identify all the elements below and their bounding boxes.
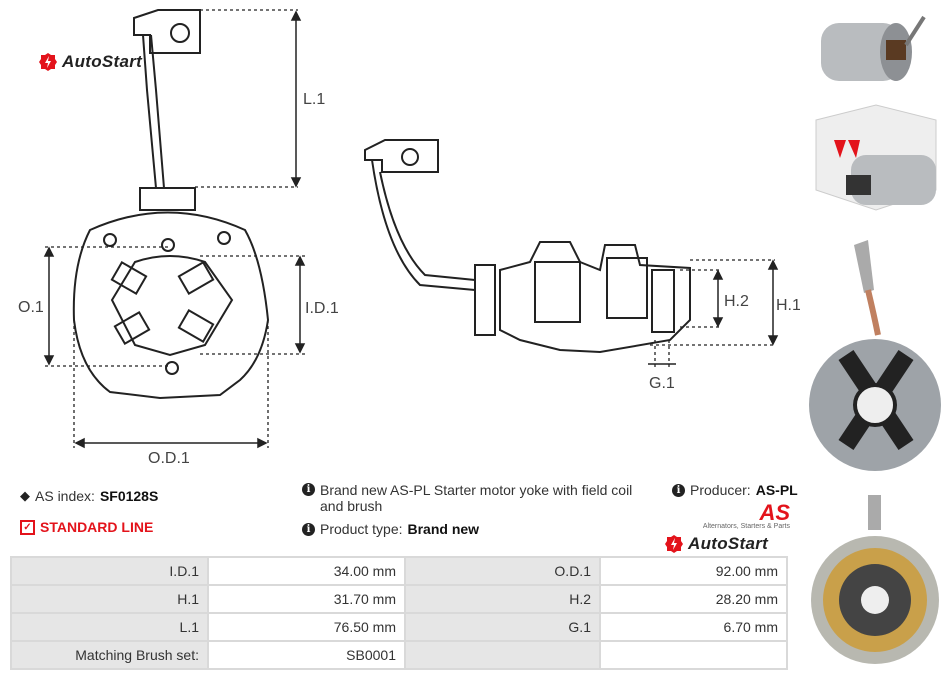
table-row: Matching Brush set: SB0001 — [10, 640, 788, 670]
spec-label: O.D.1 — [404, 556, 601, 586]
table-row: H.1 31.70 mm H.2 28.20 mm — [10, 584, 788, 614]
matching-brush-set-link[interactable]: SB0001 — [207, 640, 406, 670]
spec-value: 6.70 mm — [599, 612, 788, 642]
info-icon: i — [302, 522, 315, 536]
spec-value: 34.00 mm — [207, 556, 406, 586]
standard-line-badge: ✓ STANDARD LINE — [20, 519, 153, 535]
spec-value — [599, 640, 788, 670]
spec-value: 28.20 mm — [599, 584, 788, 614]
description: i Brand new AS-PL Starter motor yoke wit… — [302, 482, 652, 514]
producer-label: Producer: — [690, 482, 751, 498]
spec-value: 92.00 mm — [599, 556, 788, 586]
autostart-gear-icon — [39, 53, 57, 71]
watermark-text: AutoStart — [62, 52, 143, 71]
product-type-value: Brand new — [407, 521, 480, 537]
as-index-label: AS index: — [35, 488, 95, 504]
spec-value: 76.50 mm — [207, 612, 406, 642]
autostart-gear-icon — [665, 534, 683, 553]
as-tagline: Alternators, Starters & Parts — [702, 523, 790, 530]
description-text: Brand new AS-PL Starter motor yoke with … — [320, 482, 633, 514]
product-thumbnail-1[interactable] — [806, 5, 944, 97]
as-index: ◆ AS index: SF0128S — [20, 488, 158, 504]
autostart-logo-watermark: AutoStart — [38, 52, 142, 72]
spec-label — [404, 640, 601, 670]
product-thumbnail-3[interactable] — [806, 235, 944, 473]
label-od1: O.D.1 — [148, 450, 190, 467]
info-icon: i — [302, 483, 315, 496]
spec-label: H.1 — [10, 584, 209, 614]
spec-label: Matching Brush set: — [10, 640, 209, 670]
spec-label: I.D.1 — [10, 556, 209, 586]
tags-icon: ◆ — [20, 488, 30, 503]
producer-value: AS-PL — [755, 482, 798, 498]
table-row: I.D.1 34.00 mm O.D.1 92.00 mm — [10, 556, 788, 586]
autostart-text: AutoStart — [688, 533, 769, 553]
label-id1: I.D.1 — [305, 300, 339, 317]
label-l1: L.1 — [303, 91, 325, 108]
spec-label: L.1 — [10, 612, 209, 642]
info-icon: i — [672, 483, 685, 497]
spec-label: G.1 — [404, 612, 601, 642]
specs-table: I.D.1 34.00 mm O.D.1 92.00 mm H.1 31.70 … — [10, 556, 788, 670]
product-thumbnail-4[interactable] — [806, 490, 944, 666]
spec-label: H.2 — [404, 584, 601, 614]
product-type: i Product type: Brand new — [302, 521, 479, 537]
spec-value: 31.70 mm — [207, 584, 406, 614]
checkbox-icon: ✓ — [20, 519, 35, 535]
producer: i Producer: AS-PL — [672, 482, 798, 498]
product-type-label: Product type: — [320, 521, 403, 537]
autostart-logo: AutoStart — [664, 533, 768, 554]
as-index-value: SF0128S — [99, 488, 159, 504]
table-row: L.1 76.50 mm G.1 6.70 mm — [10, 612, 788, 642]
label-h2: H.2 — [724, 293, 749, 310]
product-thumbnail-2[interactable] — [806, 100, 944, 220]
technical-drawing: L.1 O.1 I.D.1 O.D.1 H.2 H.1 G.1 — [18, 9, 800, 467]
as-brand-logo: AS Alternators, Starters & Parts — [690, 500, 790, 531]
label-h1: H.1 — [776, 297, 800, 314]
standard-line-text: STANDARD LINE — [40, 519, 154, 535]
label-o1: O.1 — [18, 299, 44, 316]
as-mark: AS — [759, 500, 790, 525]
label-g1: G.1 — [649, 375, 675, 392]
